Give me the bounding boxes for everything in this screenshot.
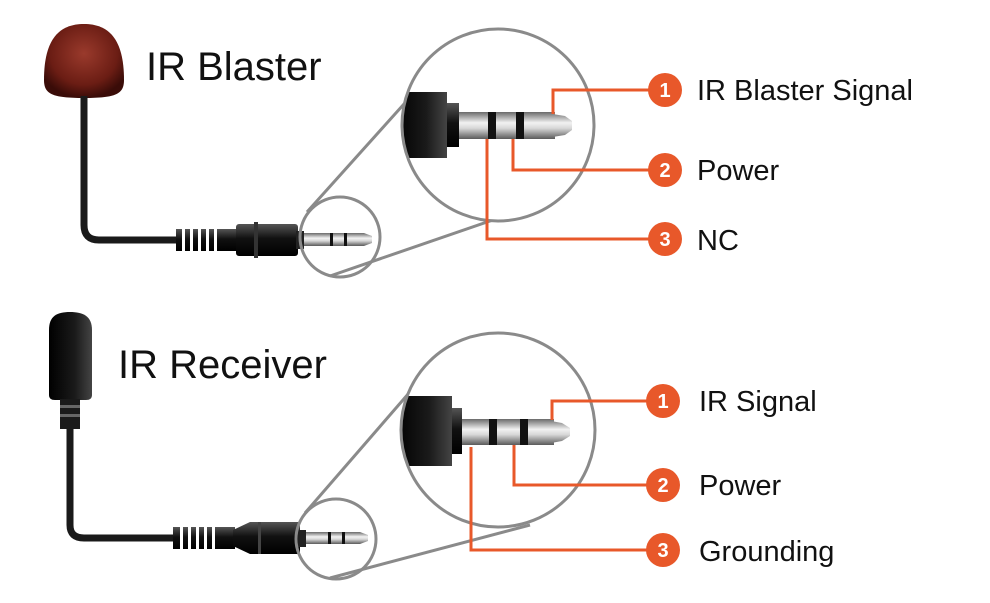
svg-text:3: 3 [657, 540, 668, 562]
svg-text:1: 1 [659, 80, 670, 102]
ir-blaster-small-lens [298, 195, 382, 279]
ir-receiver-small-lens [294, 497, 378, 581]
ir-receiver-title: IR Receiver [118, 343, 327, 387]
pin-3-badge: 3 [646, 533, 680, 567]
ir-blaster-zoom-lens [400, 27, 596, 223]
ir-blaster-title: IR Blaster [146, 45, 322, 89]
ir-receiver-head-icon [49, 312, 92, 400]
pin-2-label: Power [699, 470, 782, 502]
pin-2-badge: 2 [646, 468, 680, 502]
ir-receiver-strain-relief [60, 399, 80, 429]
svg-text:3: 3 [659, 229, 670, 251]
ir-receiver-plug-icon [173, 522, 368, 554]
pin-2-label: Power [697, 155, 780, 187]
pin-1-badge: 1 [646, 384, 680, 418]
ir-blaster-section: IR Blaster 1 IR Blaster Signal 2 Power 3… [44, 24, 913, 279]
ir-blaster-cable [80, 96, 180, 244]
ir-receiver-section: IR Receiver 1 IR Signal 2 Power 3 Ground… [49, 312, 834, 581]
pin-3-badge: 3 [648, 222, 682, 256]
ir-blaster-plug-icon [176, 222, 372, 258]
svg-text:2: 2 [657, 475, 668, 497]
ir-receiver-pin-leaders [469, 399, 663, 552]
pin-3-label: Grounding [699, 536, 834, 568]
svg-text:1: 1 [657, 391, 668, 413]
pin-1-label: IR Signal [699, 386, 817, 418]
pin-3-label: NC [697, 225, 739, 257]
pin-2-badge: 2 [648, 153, 682, 187]
ir-receiver-cable [66, 428, 178, 542]
ir-receiver-zoom-lens [399, 331, 597, 529]
ir-blaster-head-icon [44, 24, 124, 98]
ir-blaster-pin-leaders [485, 88, 665, 241]
pin-1-badge: 1 [648, 73, 682, 107]
svg-text:2: 2 [659, 160, 670, 182]
pin-1-label: IR Blaster Signal [697, 75, 913, 107]
